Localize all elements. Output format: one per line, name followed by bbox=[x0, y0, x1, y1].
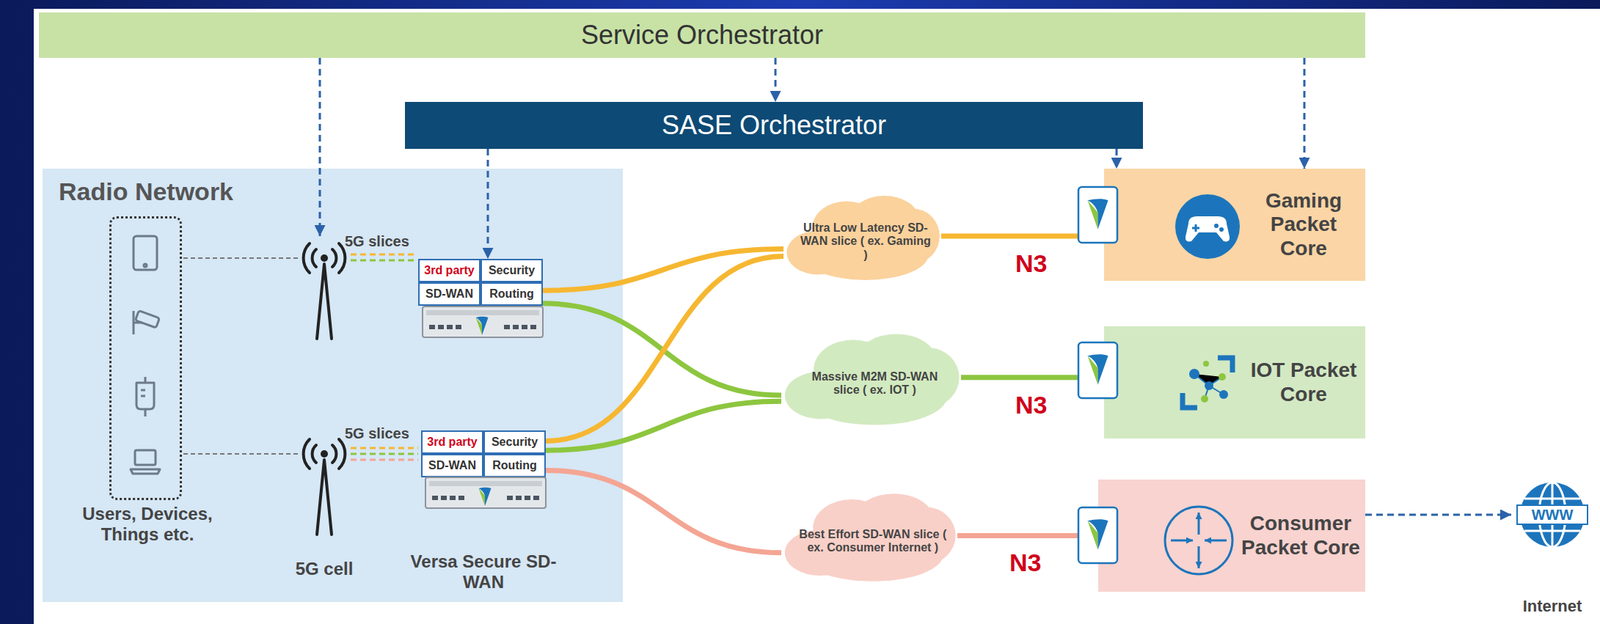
label-holder: 5G cell bbox=[272, 559, 376, 580]
device-icons bbox=[130, 236, 160, 474]
node-text: SASE Orchestrator bbox=[661, 110, 887, 141]
connector bbox=[774, 57, 777, 102]
connector bbox=[545, 256, 784, 442]
connector bbox=[545, 470, 782, 553]
text-block: Massive M2M SD-WAN slice ( ex. IOT ) bbox=[799, 347, 951, 419]
text-block: Internet bbox=[1511, 595, 1594, 618]
interface-label: N3 bbox=[1015, 391, 1047, 420]
cell-label: 5G cell bbox=[272, 559, 376, 580]
node-text: Security bbox=[488, 264, 535, 278]
versa-gateway bbox=[1078, 187, 1118, 564]
connector bbox=[487, 148, 490, 259]
slice-cloud: Massive M2M SD-WAN slice ( ex. IOT ) bbox=[781, 330, 962, 430]
node-text: Consumer Packet Core bbox=[1240, 512, 1361, 560]
connector bbox=[941, 234, 1105, 240]
text-block: SASE Orchestrator bbox=[404, 101, 1143, 149]
radio-links bbox=[183, 258, 301, 455]
label-holder: 5G slices bbox=[344, 425, 426, 443]
text-block: SD-WAN bbox=[419, 283, 480, 305]
gamepad-icon bbox=[1175, 194, 1240, 259]
text-block: Gaming Packet Core bbox=[1246, 168, 1361, 281]
orchestrator-bar: SASE Orchestrator bbox=[404, 101, 1143, 149]
text-block: Consumer Packet Core bbox=[1240, 479, 1361, 593]
packet-core: Gaming Packet Core bbox=[1104, 168, 1366, 281]
feature-cell: 3rd party bbox=[421, 430, 484, 455]
node-text: 3rd party bbox=[426, 435, 477, 449]
antenna-icon bbox=[303, 439, 346, 535]
iot-icon bbox=[1182, 358, 1233, 408]
text-block: Radio Network bbox=[58, 177, 234, 207]
device-group: Users, Devices, Things etc. bbox=[109, 216, 182, 501]
router-icon bbox=[1164, 506, 1233, 575]
interface-label: N3 bbox=[1015, 249, 1047, 279]
feature-cell: Routing bbox=[480, 282, 543, 306]
text-block: IOT Packet Core bbox=[1246, 326, 1361, 439]
node-text: Security bbox=[491, 435, 538, 449]
node-text: SD-WAN bbox=[425, 287, 474, 301]
connector bbox=[545, 401, 782, 451]
feature-cell: Routing bbox=[483, 454, 546, 478]
text-block: Service Orchestrator bbox=[38, 12, 1366, 58]
label-holder: N3 bbox=[1009, 548, 1041, 578]
slice-cloud: Ultra Low Latency SD-WAN slice ( ex. Gam… bbox=[783, 192, 942, 284]
node-text: Users, Devices, Things etc. bbox=[70, 503, 225, 545]
node-text: Internet bbox=[1522, 597, 1583, 616]
internet-node: Internet bbox=[1511, 476, 1594, 621]
connector bbox=[1303, 57, 1306, 169]
node-text: Routing bbox=[492, 459, 537, 473]
node-text: IOT Packet Core bbox=[1246, 358, 1361, 406]
feature-cell: 3rd party bbox=[418, 258, 481, 283]
text-block: 3rd party bbox=[422, 432, 482, 453]
packet-core: IOT Packet Core bbox=[1104, 326, 1366, 439]
orchestrator-band: Service Orchestrator bbox=[38, 12, 1366, 58]
appliance-label: Versa Secure SD-WAN bbox=[410, 551, 557, 593]
node-text: Gaming Packet Core bbox=[1246, 189, 1361, 261]
appliance-icon bbox=[425, 477, 546, 509]
label-holder: N3 bbox=[1015, 391, 1047, 420]
antenna-icon bbox=[303, 243, 346, 339]
slice-cloud: Best Effort SD-WAN slice ( ex. Consumer … bbox=[781, 490, 958, 586]
feature-cell: Security bbox=[480, 258, 543, 283]
node-text: Ultra Low Latency SD-WAN slice ( ex. Gam… bbox=[799, 221, 933, 262]
connector bbox=[542, 303, 782, 396]
label-holder: Versa Secure SD-WAN bbox=[410, 551, 557, 593]
text-block: Security bbox=[484, 432, 545, 453]
node-text: Radio Network bbox=[58, 177, 234, 207]
label-holder: WWW bbox=[1522, 506, 1582, 524]
connector bbox=[1365, 514, 1512, 517]
orchestration-arrow bbox=[319, 57, 322, 237]
feature-cell: SD-WAN bbox=[418, 282, 481, 306]
appliance-icon bbox=[422, 306, 543, 338]
feature-cell: SD-WAN bbox=[421, 454, 484, 478]
connector bbox=[957, 533, 1099, 539]
text-block: 3rd party bbox=[419, 260, 480, 281]
label-holder: 5G slices bbox=[344, 233, 426, 251]
text-block: SD-WAN bbox=[422, 455, 482, 477]
feature-cell: Security bbox=[483, 430, 546, 455]
text-block: Users, Devices, Things etc. bbox=[70, 503, 225, 545]
connector bbox=[961, 374, 1105, 381]
text-block: Ultra Low Latency SD-WAN slice ( ex. Gam… bbox=[799, 209, 933, 276]
node-text: 3rd party bbox=[424, 264, 474, 278]
node-text: Routing bbox=[489, 287, 534, 301]
connector bbox=[1115, 148, 1119, 169]
globe-icon bbox=[1517, 482, 1588, 548]
node-text: SD-WAN bbox=[428, 459, 477, 473]
text-block: Routing bbox=[481, 283, 542, 305]
slice-label: 5G slices bbox=[344, 233, 426, 251]
slice-label: 5G slices bbox=[344, 425, 426, 443]
label-holder: N3 bbox=[1015, 249, 1047, 279]
text-block: Security bbox=[481, 260, 542, 281]
connector bbox=[542, 249, 784, 292]
node-text: Service Orchestrator bbox=[581, 19, 824, 50]
packet-core: Consumer Packet Core bbox=[1098, 479, 1366, 593]
text-block: Best Effort SD-WAN slice ( ex. Consumer … bbox=[798, 506, 948, 576]
node-text: Massive M2M SD-WAN slice ( ex. IOT ) bbox=[799, 370, 951, 398]
globe-text: WWW bbox=[1522, 506, 1582, 524]
node-text: Best Effort SD-WAN slice ( ex. Consumer … bbox=[798, 528, 948, 556]
region-panel: Radio NetworkUsers, Devices, Things etc.… bbox=[42, 168, 623, 603]
interface-label: N3 bbox=[1009, 548, 1041, 578]
text-block: Routing bbox=[484, 455, 545, 477]
